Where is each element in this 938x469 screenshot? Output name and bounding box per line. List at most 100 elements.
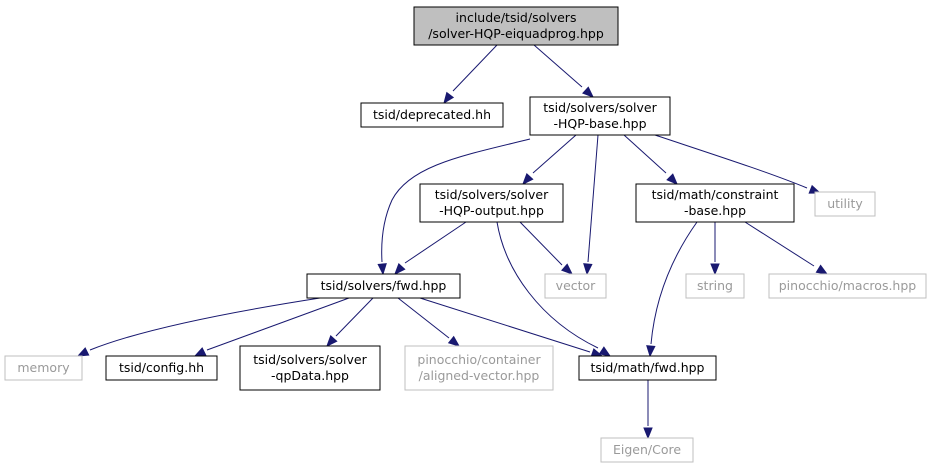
edge-line: [452, 44, 498, 92]
arrowhead: [643, 427, 653, 440]
node-label: utility: [827, 196, 863, 211]
edge-line: [744, 221, 815, 267]
edge-line: [519, 221, 563, 266]
node-hqp-base[interactable]: tsid/solvers/solver-HQP-base.hpp: [529, 96, 671, 136]
node-utility: utility: [814, 191, 876, 217]
node-label: tsid/config.hh: [119, 360, 204, 375]
node-label: include/tsid/solvers: [456, 10, 577, 25]
arrowhead: [561, 263, 574, 275]
arrowhead: [522, 173, 534, 185]
arrowhead: [666, 173, 678, 185]
arrowhead: [443, 91, 455, 105]
node-box: [239, 345, 381, 391]
node-box: [105, 355, 218, 381]
node-label: tsid/solvers/solver: [253, 352, 367, 367]
edge-constraint-base-to-string: [710, 222, 720, 276]
node-label: /solver-HQP-eiquadprog.hpp: [428, 26, 604, 41]
node-label: Eigen/Core: [613, 442, 681, 457]
edge-solvers-fwd-to-qpdata: [326, 297, 374, 348]
edge-constraint-base-to-math-fwd: [646, 221, 698, 358]
node-qpdata[interactable]: tsid/solvers/solver-qpData.hpp: [239, 345, 381, 391]
node-label: tsid/solvers/solver: [543, 100, 657, 115]
edge-root-to-deprecated: [443, 44, 498, 105]
arrowhead: [583, 263, 593, 276]
arrowhead: [815, 264, 829, 275]
node-label: tsid/deprecated.hh: [373, 107, 491, 122]
edge-hqp-base-to-hqp-output: [522, 134, 577, 185]
node-box: [306, 273, 461, 299]
edge-hqp-base-to-constraint-base: [623, 134, 678, 185]
node-label: pinocchio/macros.hpp: [779, 278, 917, 293]
arrowhead: [710, 263, 720, 276]
edge-line: [587, 134, 599, 263]
edge-line: [496, 221, 599, 349]
node-box: [814, 191, 876, 217]
edge-line: [335, 297, 374, 337]
edge-line: [404, 221, 467, 264]
node-memory: memory: [4, 355, 83, 381]
node-pin-macros: pinocchio/macros.hpp: [768, 273, 927, 299]
nodes-layer: include/tsid/solvers/solver-HQP-eiquadpr…: [4, 6, 927, 463]
node-config[interactable]: tsid/config.hh: [105, 355, 218, 381]
node-string: string: [685, 273, 745, 299]
node-label: memory: [17, 360, 70, 375]
node-constraint-base[interactable]: tsid/math/constraint-base.hpp: [635, 183, 795, 223]
node-vector: vector: [544, 273, 607, 299]
edge-line: [89, 297, 321, 351]
node-box: [360, 102, 504, 128]
edge-line: [206, 297, 350, 351]
node-label: /aligned-vector.hpp: [419, 368, 540, 383]
arrowhead: [394, 263, 406, 275]
arrowhead: [582, 86, 594, 98]
node-label: tsid/math/fwd.hpp: [590, 360, 704, 375]
node-box: [404, 345, 554, 391]
node-label: pinocchio/container: [417, 352, 541, 367]
node-box: [635, 183, 795, 223]
node-box: [529, 96, 671, 136]
node-box: [685, 273, 745, 299]
arrowhead: [447, 335, 461, 347]
node-label: tsid/math/constraint: [652, 187, 779, 202]
edge-line: [419, 297, 591, 353]
edge-hqp-base-to-vector: [583, 134, 599, 276]
node-math-fwd[interactable]: tsid/math/fwd.hpp: [578, 355, 717, 381]
arrowhead: [193, 347, 207, 357]
edge-hqp-output-to-math-fwd: [496, 221, 612, 357]
node-hqp-output[interactable]: tsid/solvers/solver-HQP-output.hpp: [419, 183, 564, 223]
edge-hqp-output-to-solvers-fwd: [394, 221, 467, 275]
arrowhead: [76, 347, 90, 357]
node-box: [578, 355, 717, 381]
edge-hqp-output-to-vector: [519, 221, 574, 275]
edge-constraint-base-to-pin-macros: [744, 221, 829, 275]
node-label: -base.hpp: [684, 203, 746, 218]
node-box: [413, 6, 619, 46]
node-root[interactable]: include/tsid/solvers/solver-HQP-eiquadpr…: [413, 6, 619, 46]
edge-line: [623, 134, 667, 174]
node-label: -HQP-output.hpp: [439, 203, 544, 218]
edge-line: [533, 44, 583, 88]
node-solvers-fwd[interactable]: tsid/solvers/fwd.hpp: [306, 273, 461, 299]
node-box: [419, 183, 564, 223]
edges-layer: [76, 44, 829, 440]
arrowhead: [598, 346, 612, 357]
node-box: [544, 273, 607, 299]
node-label: tsid/solvers/solver: [435, 187, 549, 202]
edge-root-to-hqp-base: [533, 44, 594, 98]
arrowhead: [326, 335, 338, 348]
node-label: -qpData.hpp: [271, 368, 349, 383]
edge-line: [381, 138, 531, 263]
node-label: tsid/solvers/fwd.hpp: [321, 278, 447, 293]
edge-math-fwd-to-eigen-core: [643, 380, 653, 440]
node-aligned-vector: pinocchio/container/aligned-vector.hpp: [404, 345, 554, 391]
node-eigen-core: Eigen/Core: [600, 437, 694, 463]
edge-line: [654, 134, 808, 189]
node-box: [768, 273, 927, 299]
node-label: vector: [556, 278, 597, 293]
node-label: string: [697, 278, 733, 293]
edge-solvers-fwd-to-memory: [76, 297, 321, 357]
node-deprecated[interactable]: tsid/deprecated.hh: [360, 102, 504, 128]
edge-hqp-base-to-solvers-fwd: [377, 138, 531, 276]
edge-solvers-fwd-to-aligned-vector: [397, 297, 461, 347]
arrowhead: [646, 345, 656, 358]
